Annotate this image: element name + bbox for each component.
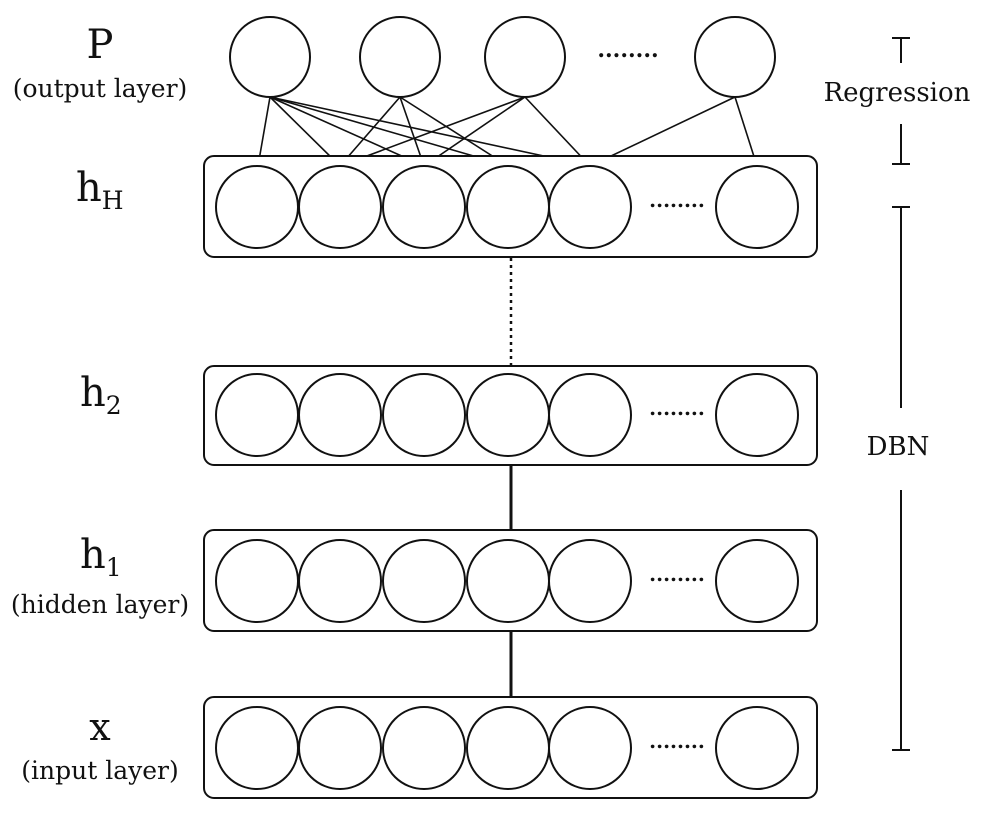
layer-node — [548, 706, 632, 790]
layer-node — [548, 539, 632, 623]
input-layer-symbol: x — [89, 705, 110, 749]
output-connections — [257, 96, 758, 167]
dbn-label: DBN — [867, 432, 930, 462]
output-node — [694, 16, 776, 98]
connection-edge — [269, 96, 425, 167]
connection-edge — [339, 96, 401, 167]
hidden-layer-2: ........ — [203, 365, 818, 466]
connection-edge — [524, 96, 591, 167]
input-layer: ........ — [203, 696, 818, 799]
dbn-bracket: DBN — [867, 206, 930, 751]
hidden-layer-2-base: h — [80, 370, 106, 416]
layer-node — [715, 373, 799, 457]
layer-node — [466, 373, 550, 457]
layer-ellipsis: ........ — [649, 396, 705, 420]
connection-edge — [269, 96, 341, 167]
layer-node — [466, 539, 550, 623]
layer-node — [215, 373, 299, 457]
layer-node — [715, 165, 799, 249]
connection-edge — [589, 96, 736, 167]
layer-node — [215, 165, 299, 249]
layer-node — [382, 706, 466, 790]
layer-node — [466, 706, 550, 790]
hidden-layer-H-label: hH — [76, 165, 124, 215]
output-node — [229, 16, 311, 98]
connection-edge — [399, 96, 509, 167]
hidden-layer-1-subscript: 1 — [106, 553, 122, 582]
hidden-layer-H: ........ — [203, 155, 818, 258]
layer-node — [298, 373, 382, 457]
output-node — [359, 16, 441, 98]
layer-node — [548, 373, 632, 457]
layer-node — [298, 539, 382, 623]
connection-edge — [423, 96, 526, 167]
hidden-layer-2-label: h2 — [80, 370, 122, 420]
layer-node — [382, 373, 466, 457]
hidden-layer-1-base: h — [80, 532, 106, 578]
layer-ellipsis: ........ — [649, 188, 705, 212]
connection-edge — [269, 96, 509, 167]
layer-node — [298, 165, 382, 249]
layer-node — [298, 706, 382, 790]
output-layer-symbol: P — [87, 22, 114, 68]
output-node — [484, 16, 566, 98]
layer-node — [382, 539, 466, 623]
regression-label: Regression — [824, 78, 971, 108]
connection-edge — [269, 96, 591, 167]
layer-node — [215, 706, 299, 790]
connection-edge — [734, 96, 758, 167]
layer-ellipsis: ........ — [649, 562, 705, 586]
input-layer-label: (input layer) — [21, 756, 178, 785]
output-layer-label: (output layer) — [13, 74, 188, 103]
connection-edge — [257, 96, 271, 167]
regression-bracket: Regression — [824, 37, 971, 165]
layer-node — [466, 165, 550, 249]
connection-edge — [339, 96, 526, 167]
output-layer: ........ — [229, 16, 776, 98]
layer-node — [215, 539, 299, 623]
layer-ellipsis: ........ — [649, 729, 705, 753]
layer-node — [715, 706, 799, 790]
output-ellipsis: ........ — [597, 37, 658, 63]
hidden-layer-H-base: h — [76, 165, 102, 211]
hidden-layer-1: ........ — [203, 529, 818, 632]
layer-node — [548, 165, 632, 249]
hidden-layer-2-subscript: 2 — [106, 391, 122, 420]
hidden-layer-label: (hidden layer) — [11, 590, 189, 619]
layer-node — [382, 165, 466, 249]
hidden-layer-H-subscript: H — [102, 186, 124, 215]
hidden-layer-1-label: h1 — [80, 532, 122, 582]
connection-edge — [399, 96, 425, 167]
layer-node — [715, 539, 799, 623]
